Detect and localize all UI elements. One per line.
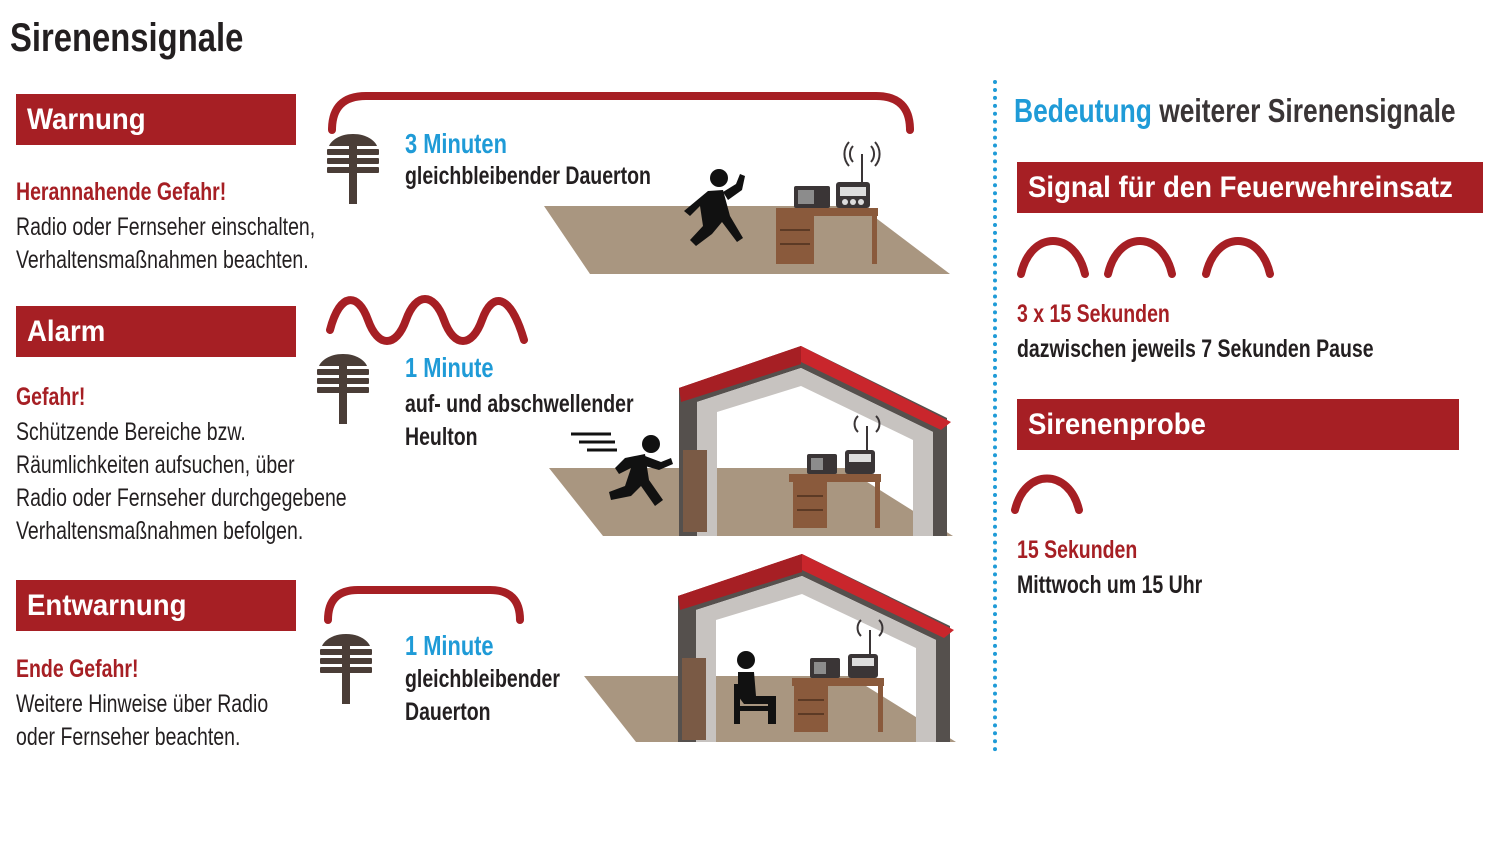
warnung-headline: Herannahende Gefahr! [16, 178, 227, 206]
entwarnung-description-line: Dauerton [405, 698, 491, 726]
entwarnung-text-line: Weitere Hinweise über Radio [16, 690, 269, 718]
entwarnung-duration: 1 Minute [405, 630, 494, 661]
feuerwehr-duration: 3 x 15 Sekunden [1017, 300, 1170, 328]
alarm-text: Gefahr! Schützende Bereiche bzw. Räumlic… [16, 383, 396, 548]
alarm-text-line: Radio oder Fernseher durchgegebene [16, 484, 347, 512]
alarm-description-line: Heulton [405, 423, 478, 451]
entwarnung-text: Ende Gefahr! Weitere Hinweise über Radio… [16, 655, 396, 754]
entwarnung-description-line: gleichbleibender [405, 665, 560, 693]
feuerwehr-label: Signal für den Feuerwehreinsatz [1017, 162, 1483, 213]
warnung-text-line: Verhaltensmaßnahmen beachten. [16, 246, 309, 274]
alarm-description: auf- und abschwellender Heulton [405, 388, 698, 454]
alarm-headline: Gefahr! [16, 383, 86, 411]
entwarnung-scene [584, 554, 956, 742]
warnung-text-line: Radio oder Fernseher einschalten, [16, 213, 316, 241]
siren-icon [317, 354, 369, 424]
warnung-description: gleichbleibender Dauerton [405, 162, 651, 190]
siren-icon [327, 134, 379, 204]
wailing-tone-wave [326, 295, 528, 345]
alarm-text-line: Räumlichkeiten aufsuchen, über [16, 451, 295, 479]
desk-icon [776, 208, 878, 264]
heading-rest: weiterer Sirenensignale [1159, 92, 1456, 129]
alarm-text-line: Verhaltensmaßnahmen befolgen. [16, 517, 304, 545]
steady-tone-wave-long [328, 92, 914, 134]
further-signals-heading: Bedeutung weiterer Sirenensignale [1014, 92, 1500, 130]
sirenenprobe-wave [1011, 474, 1083, 514]
section-divider [993, 80, 997, 752]
feuerwehr-description: dazwischen jeweils 7 Sekunden Pause [1017, 335, 1374, 363]
sirenenprobe-label: Sirenenprobe [1017, 399, 1459, 450]
radio-icon [794, 141, 881, 208]
entwarnung-label: Entwarnung [16, 580, 296, 631]
alarm-text-line: Schützende Bereiche bzw. [16, 418, 246, 446]
running-person-icon [571, 432, 673, 506]
floor-shape [549, 468, 953, 536]
sirenenprobe-description: Mittwoch um 15 Uhr [1017, 571, 1203, 599]
alarm-scene [549, 346, 953, 536]
siren-icon [320, 634, 372, 704]
entwarnung-headline: Ende Gefahr! [16, 655, 139, 683]
warnung-label: Warnung [16, 94, 296, 145]
alarm-description-line: auf- und abschwellender [405, 390, 634, 418]
sitting-person-icon [734, 651, 776, 724]
house-icon [678, 554, 954, 742]
warnung-text: Herannahende Gefahr! Radio oder Fernsehe… [16, 178, 396, 277]
alarm-duration: 1 Minute [405, 352, 494, 383]
warnung-scene [544, 141, 950, 274]
sirenenprobe-duration: 15 Sekunden [1017, 536, 1138, 564]
desk-icon [789, 474, 881, 528]
heading-highlight: Bedeutung [1014, 92, 1152, 129]
radio-icon [807, 415, 881, 474]
running-person-icon [684, 169, 745, 246]
feuerwehr-wave [1017, 237, 1274, 278]
page-title: Sirenensignale [10, 16, 244, 60]
alarm-label: Alarm [16, 306, 296, 357]
floor-shape [544, 206, 950, 274]
house-icon [679, 346, 951, 536]
desk-icon [792, 678, 884, 732]
steady-tone-wave-short [324, 586, 524, 624]
entwarnung-description: gleichbleibender Dauerton [405, 663, 604, 729]
warnung-duration: 3 Minuten [405, 128, 507, 159]
radio-icon [810, 619, 884, 678]
entwarnung-text-line: oder Fernseher beachten. [16, 723, 241, 751]
